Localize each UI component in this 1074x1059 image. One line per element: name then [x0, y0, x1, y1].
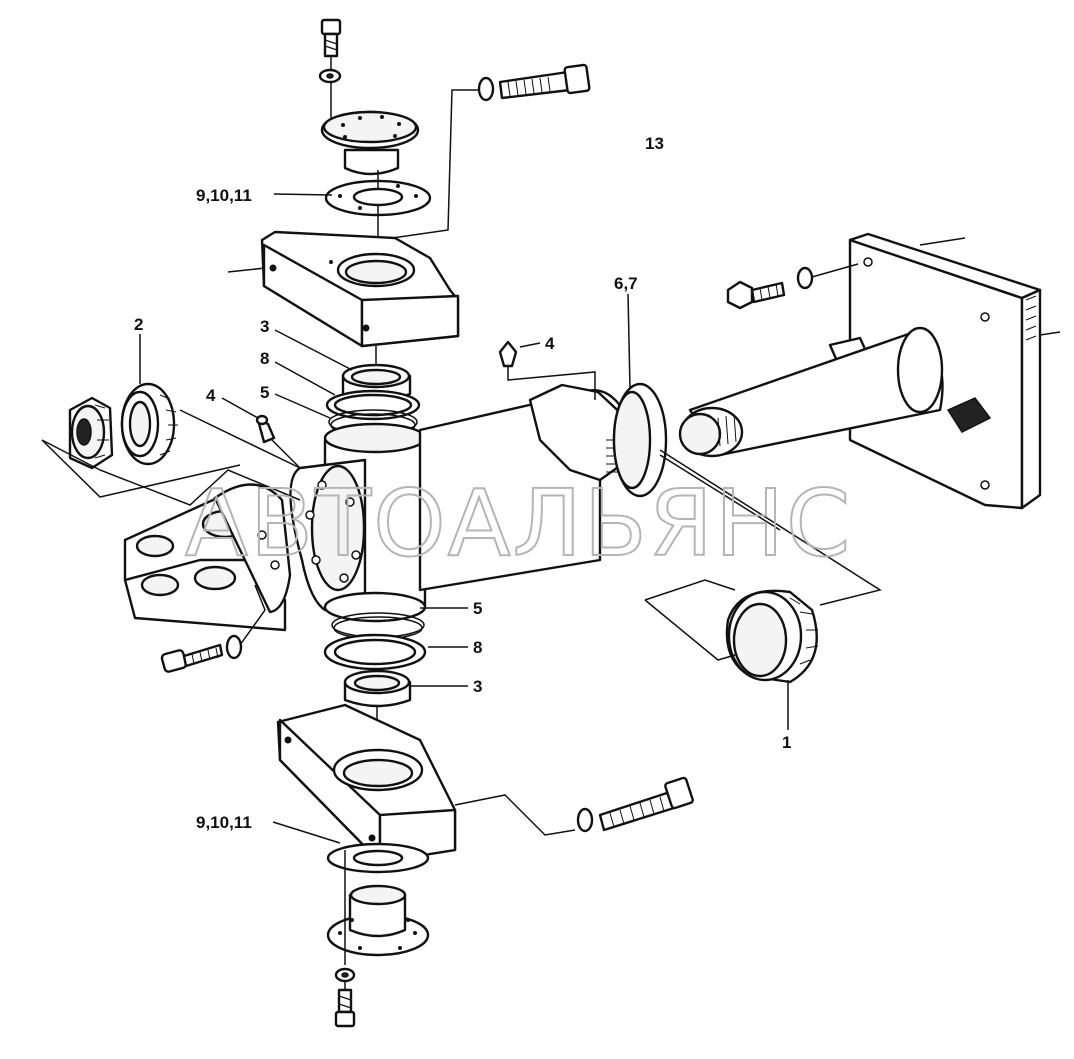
bearing-2: [120, 382, 178, 466]
label-9-10-11-bottom: 9,10,11: [196, 813, 252, 832]
label-13: 13: [645, 134, 664, 153]
label-5-bottom: 5: [473, 599, 482, 618]
bottom-flange-cap: [326, 884, 430, 957]
yoke-bolt: [160, 634, 243, 673]
bottom-bolt: [334, 988, 356, 1028]
top-seal-ring-8: [325, 389, 421, 421]
top-flange-cap: [320, 110, 420, 176]
label-9-10-11-top: 9,10,11: [196, 186, 252, 205]
watermark-text: АВТОАЛЬЯНС: [185, 470, 852, 577]
bottom-shim-plate: [326, 842, 430, 874]
clevis-yoke: [123, 483, 292, 632]
grease-nipple-right: [498, 340, 518, 368]
top-bolt: [320, 18, 342, 58]
lower-bracket: [276, 703, 457, 864]
lock-nut: [68, 396, 114, 470]
bottom-washer: [334, 967, 356, 983]
label-3-top: 3: [260, 317, 269, 336]
bottom-seal-ring-8: [323, 633, 427, 671]
label-8-top: 8: [260, 349, 269, 368]
main-pivot-housing: [289, 383, 630, 623]
label-3-bottom: 3: [473, 677, 482, 696]
label-8-bottom: 8: [473, 638, 482, 657]
plate-bolt: [726, 266, 814, 310]
label-5-top: 5: [260, 383, 269, 402]
label-4-left: 4: [206, 386, 216, 405]
label-4-right: 4: [545, 334, 555, 353]
bearing-ring-1: [725, 589, 819, 684]
lower-long-bolt: [576, 776, 694, 833]
bearing-ring-6-7: [612, 382, 668, 498]
label-1: 1: [782, 733, 791, 752]
upper-long-bolt: [477, 63, 591, 102]
label-6-7: 6,7: [614, 274, 638, 293]
label-2: 2: [134, 315, 143, 334]
upper-bracket: [260, 230, 460, 348]
top-washer: [318, 68, 342, 84]
leader-lines: [139, 193, 789, 844]
grease-nipple-left: [255, 414, 276, 444]
spindle-axle: [678, 326, 944, 458]
bottom-bearing-3: [343, 669, 412, 708]
